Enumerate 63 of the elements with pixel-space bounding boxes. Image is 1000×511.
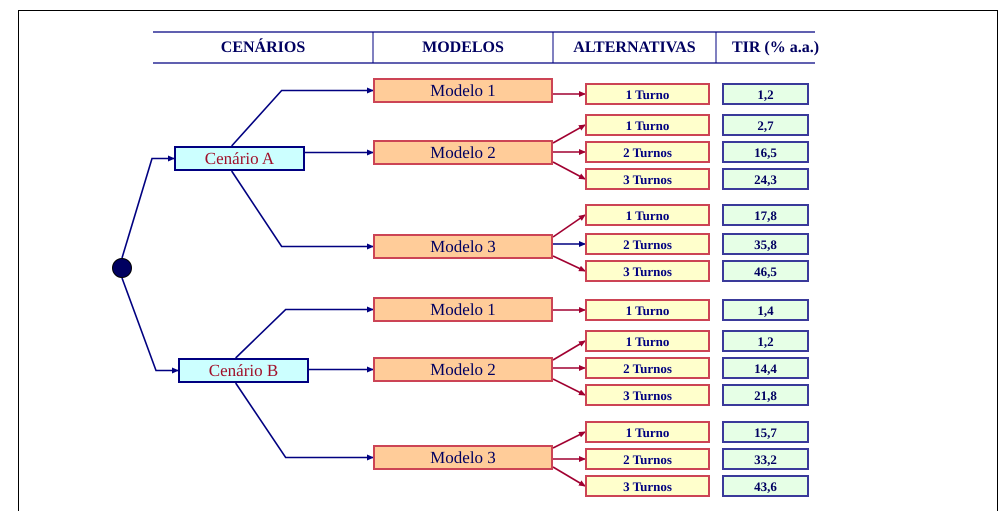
column-header: ALTERNATIVAS: [573, 38, 696, 58]
start-node: [112, 258, 132, 278]
alternative-box: 2 Turnos: [585, 141, 710, 163]
arrow: [231, 88, 374, 147]
model-box: Modelo 1: [373, 78, 553, 103]
arrow: [553, 241, 586, 247]
arrow: [552, 161, 586, 180]
value-box: 24,3: [722, 168, 809, 190]
model-box: Modelo 3: [373, 234, 553, 259]
arrow: [305, 150, 374, 156]
arrow: [553, 149, 586, 155]
value-box: 46,5: [722, 260, 809, 282]
value-box: 43,6: [722, 475, 809, 497]
value-box: 33,2: [722, 448, 809, 470]
arrow: [230, 170, 374, 250]
column-header: TIR (% a.a.): [732, 38, 820, 58]
arrow: [553, 307, 586, 313]
arrow: [121, 156, 175, 258]
arrow: [234, 382, 374, 460]
arrow: [552, 466, 586, 487]
value-box: 1,4: [722, 299, 809, 321]
value-box: 35,8: [722, 233, 809, 255]
value-box: 15,7: [722, 421, 809, 443]
arrow: [552, 431, 586, 449]
alternative-box: 1 Turno: [585, 330, 710, 352]
alternative-box: 1 Turno: [585, 299, 710, 321]
alternative-box: 1 Turno: [585, 114, 710, 136]
arrow: [552, 214, 586, 238]
column-header: CENÁRIOS: [220, 37, 306, 58]
arrow: [121, 278, 179, 374]
model-box: Modelo 3: [373, 445, 553, 470]
value-box: 16,5: [722, 141, 809, 163]
alternative-box: 3 Turnos: [585, 384, 710, 406]
arrow: [553, 365, 586, 371]
arrow: [552, 124, 586, 144]
arrow: [552, 340, 586, 361]
arrow: [552, 378, 586, 396]
scenario-box: Cenário B: [178, 358, 309, 383]
column-header: MODELOS: [422, 38, 504, 58]
arrow: [553, 456, 586, 462]
alternative-box: 1 Turno: [585, 83, 710, 105]
alternative-box: 3 Turnos: [585, 475, 710, 497]
alternative-box: 1 Turno: [585, 204, 710, 226]
model-box: Modelo 1: [373, 297, 553, 322]
value-box: 17,8: [722, 204, 809, 226]
alternative-box: 3 Turnos: [585, 260, 710, 282]
arrow: [235, 306, 374, 359]
alternative-box: 2 Turnos: [585, 357, 710, 379]
arrow: [309, 366, 374, 372]
model-box: Modelo 2: [373, 140, 553, 165]
value-box: 2,7: [722, 114, 809, 136]
arrow: [552, 255, 586, 272]
arrow: [553, 91, 586, 97]
value-box: 14,4: [722, 357, 809, 379]
model-box: Modelo 2: [373, 357, 553, 382]
scenario-box: Cenário A: [174, 146, 305, 171]
alternative-box: 2 Turnos: [585, 448, 710, 470]
alternative-box: 1 Turno: [585, 421, 710, 443]
alternative-box: 3 Turnos: [585, 168, 710, 190]
value-box: 1,2: [722, 330, 809, 352]
value-box: 1,2: [722, 83, 809, 105]
alternative-box: 2 Turnos: [585, 233, 710, 255]
value-box: 21,8: [722, 384, 809, 406]
